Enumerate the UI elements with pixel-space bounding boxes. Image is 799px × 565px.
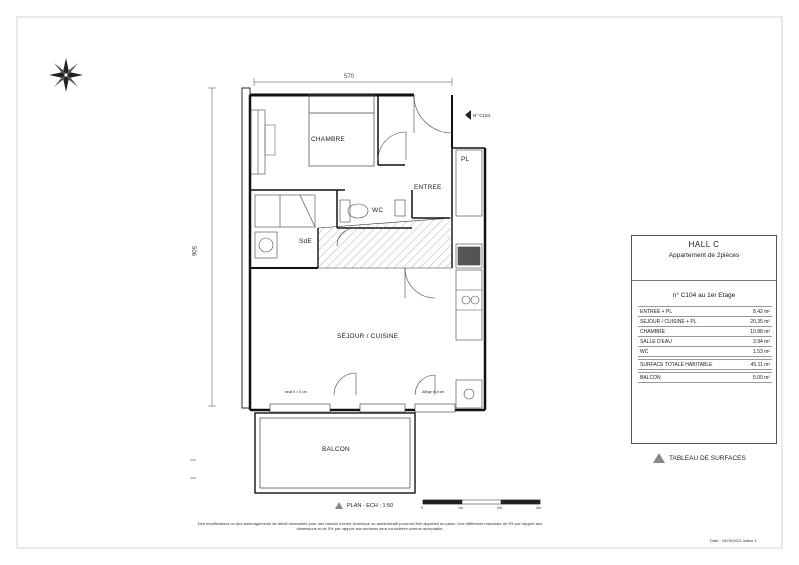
kitchen-counter	[455, 243, 483, 409]
door-tag: N° C104	[465, 110, 490, 120]
bed	[308, 94, 375, 167]
dimension-top-label: 570	[344, 74, 355, 80]
disclaimer-text: Des modifications ou des aménagements de…	[197, 521, 543, 531]
scale-tick-2: 2m	[497, 506, 502, 510]
room-label-wc: WC	[372, 207, 384, 214]
dimension-left	[208, 87, 216, 407]
row-label: BALCON	[638, 372, 741, 383]
apartment-type: Appartement de 2pièces	[668, 252, 740, 259]
hall-title: HALL C	[688, 240, 720, 249]
room-label-chambre: CHAMBRE	[311, 136, 345, 143]
row-value: 10.88 m²	[740, 326, 772, 337]
room-label-balcon: BALCON	[322, 446, 350, 453]
row-value: 20.35 m²	[740, 316, 772, 327]
row-value: 1.53 m²	[740, 346, 772, 357]
door-swings	[333, 94, 453, 396]
dimension-left-label: 506	[190, 246, 196, 257]
scale-bar	[422, 499, 541, 505]
wardrobe	[250, 109, 276, 175]
room-label-sde: SdE	[299, 238, 312, 245]
scale-tick-1: 1m	[458, 506, 463, 510]
arrow-marker-icon	[465, 110, 471, 120]
windows	[269, 403, 456, 413]
panel-divider	[632, 280, 776, 281]
level-markers	[190, 459, 196, 479]
triangle-marker-icon	[335, 502, 343, 509]
row-value: 3.94 m²	[740, 336, 772, 347]
date-index: Date : 24/09/2021 indice 1	[710, 538, 757, 543]
row-label: SURFACE TOTALE HABITABLE	[638, 359, 741, 370]
scale-tick-3: 3m	[536, 506, 541, 510]
compass-rose-icon	[49, 58, 83, 92]
balcony-outline	[254, 412, 416, 494]
shower	[254, 194, 316, 228]
room-label-pl: PL	[461, 156, 470, 163]
pl-cupboard	[455, 149, 483, 217]
row-label: ENTREE + PL	[638, 306, 741, 317]
surface-table-panel: HALL C Appartement de 2pièces n° C104 au…	[631, 235, 777, 444]
sheet-frame	[16, 16, 783, 549]
sill-note: Allège h=0 cm	[422, 390, 445, 394]
room-label-sejour: SÉJOUR / CUISINE	[337, 333, 399, 340]
threshold-note: seuil h = 0 cm	[285, 390, 307, 394]
triangle-marker-icon	[653, 453, 665, 463]
row-value: 5.00 m²	[740, 372, 772, 383]
washbasin	[254, 231, 278, 259]
row-value: 8.42 m²	[740, 306, 772, 317]
plan-scale-key: PLAN - ECH : 1:50	[335, 502, 393, 509]
row-label: WC	[638, 346, 741, 357]
dimension-top	[253, 78, 453, 86]
unit-label: n° C104 au 1er Etage	[672, 292, 736, 299]
surface-table-legend: TABLEAU DE SURFACES	[653, 453, 746, 463]
plan-scale-label: PLAN - ECH : 1:50	[347, 502, 394, 509]
room-label-entree: ENTREE	[414, 184, 442, 191]
scale-tick-0: 0	[421, 506, 423, 510]
hatched-area	[317, 217, 453, 269]
door-tag-label: N° C104	[473, 112, 491, 118]
surface-table-legend-label: TABLEAU DE SURFACES	[669, 454, 746, 462]
row-label: SALLE D'EAU	[638, 336, 741, 347]
row-label: SEJOUR / CUISINE + PL	[638, 316, 741, 327]
toilet	[339, 199, 406, 223]
row-label: CHAMBRE	[638, 326, 741, 337]
row-value: 45.11 m²	[740, 359, 772, 370]
